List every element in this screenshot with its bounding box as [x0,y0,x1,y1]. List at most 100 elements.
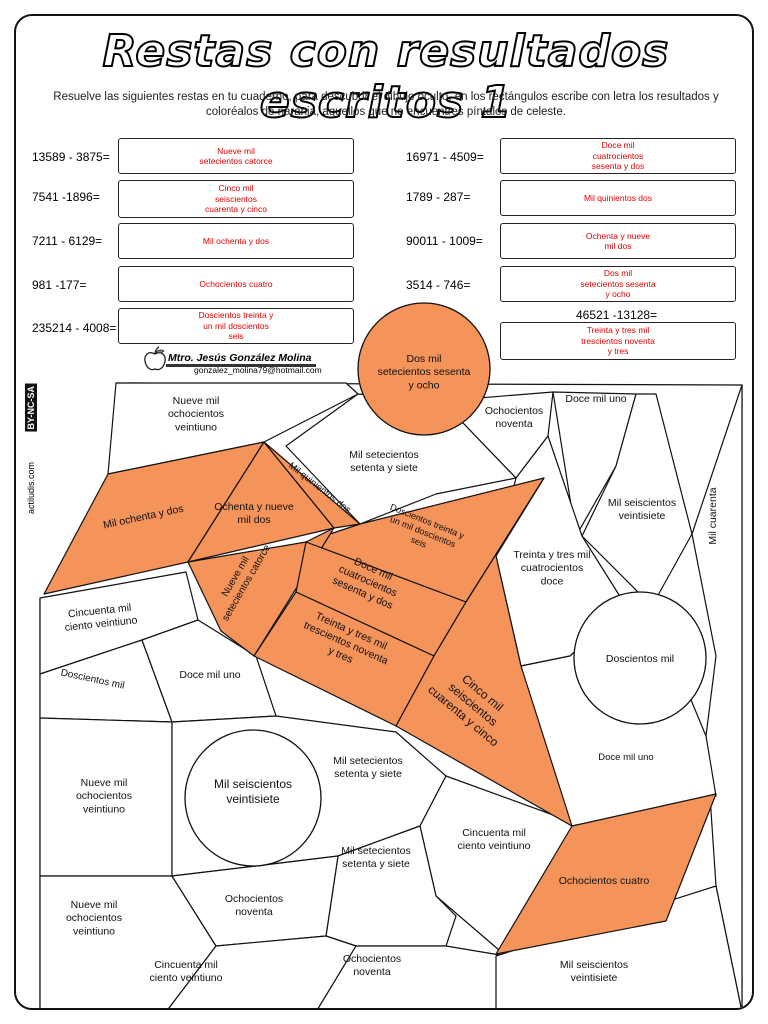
region-label: Ochocientos cuatro [559,875,650,887]
orange-region[interactable] [495,793,717,955]
label-line: Doce mil uno [598,752,653,763]
answer-box[interactable]: Ochocientos cuatro [118,266,354,302]
label-line: ciento veintiuno [150,972,223,984]
label-line: Mil setecientos [341,845,410,857]
label-line: Cincuenta mil [154,959,218,971]
label-line: Ochocientos [225,893,283,905]
author-underline [166,364,316,367]
problem-expression: 13589 - 3875= [32,150,110,164]
circle-label: Doscientos mil [606,653,674,665]
problem-expression: 1789 - 287= [406,190,471,204]
label-line: noventa [495,418,533,430]
region-label: Doce mil uno [565,393,626,405]
label-line: Nueve mil [71,899,118,911]
answer-box[interactable]: Mil quinientos dos [500,180,736,216]
label-line: noventa [353,966,391,978]
label-line: Mil seiscientos [214,777,292,791]
problem-expression: 7541 -1896= [32,190,100,204]
orange-region[interactable] [395,477,573,827]
label-line: Ochocientos [343,953,401,965]
label-line: Mil seiscientos [560,959,628,971]
circle-region[interactable] [357,302,491,436]
label-line: Doscientos mil [606,653,674,665]
label-line: Ochocientos cuatro [559,875,650,887]
problem-expression: 7211 - 6129= [32,234,103,248]
problem-expression: 90011 - 1009= [406,234,483,248]
worksheet: Restas con resultados escritos 1 Resuelv… [14,14,754,1010]
label-line: setenta y siete [342,858,410,870]
label-line: Ochocientos [485,405,543,417]
label-line: ciento veintiuno [458,840,531,852]
label-line: ochocientos [66,912,122,924]
label-line: veintiuno [175,421,217,433]
label-line: setenta y siete [334,768,402,780]
label-line: ochocientos [76,790,132,802]
label-line: Doce mil uno [179,669,240,681]
instructions: Resuelve las siguientes restas en tu cua… [53,91,719,118]
problem-expression: 3514 - 746= [406,278,471,292]
circle-region[interactable] [184,729,322,867]
label-line: cuatrocientos [521,562,583,574]
label-line: Mil cuarenta [707,487,719,544]
puzzle-region[interactable] [141,619,277,723]
answer-box[interactable]: Mil ochenta y dos [118,223,354,259]
label-line: Nueve mil [81,777,128,789]
author-email: gonzalez_molina79@hotmail.com [194,365,322,375]
label-line: Nueve mil [173,395,220,407]
label-line: veintisiete [571,972,618,984]
label-line: Cincuenta mil [462,827,526,839]
region-label: Doce mil uno [179,669,240,681]
label-line: setenta y siete [350,462,418,474]
author-name: Mtro. Jesús González Molina [168,352,312,364]
label-line: Ochenta y nueve [214,501,294,513]
label-line: Treinta y tres mil [513,549,590,561]
puzzle-region[interactable] [107,382,359,475]
label-line: veintisiete [226,792,280,806]
label-line: Mil setecientos [349,449,418,461]
label-line: noventa [235,906,273,918]
region-label: Doce mil uno [598,752,653,763]
author: Mtro. Jesús González Molina gonzalez_mol… [168,352,322,375]
problem-expression: 981 -177= [32,278,87,292]
label-line: mil dos [237,514,270,526]
label-line: setecientos sesenta [378,366,471,378]
problem-expression: 46521 -13128= [576,308,658,322]
circle-region[interactable] [573,591,707,725]
label-line: ochocientos [168,408,224,420]
page-title: Restas con resultados escritos 1 [102,25,670,129]
label-line: Dos mil [406,353,441,365]
orange-region[interactable] [187,527,335,657]
problem-expression: 16971 - 4509= [406,150,484,164]
orange-region[interactable] [263,441,361,529]
label-line: Mil setecientos [333,755,402,767]
label-line: veintiuno [73,925,115,937]
apple-icon [144,346,166,371]
region-label: Mil cuarenta [707,487,719,544]
label-line: Mil seiscientos [608,497,676,509]
puzzle-region[interactable] [171,855,339,947]
label-line: veintisiete [619,510,666,522]
